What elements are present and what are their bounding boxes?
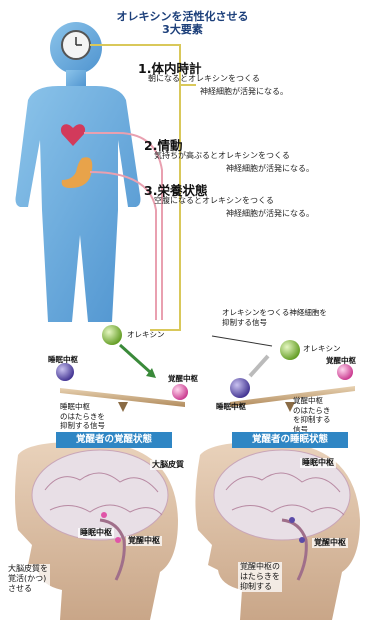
orexin-ball-left bbox=[102, 325, 122, 345]
cortex-label: 大脳皮質 bbox=[150, 460, 186, 470]
orexin-label-left: オレキシン bbox=[127, 330, 165, 340]
human-body bbox=[16, 22, 141, 322]
wake-center-label-panel-left: 覚醒中枢 bbox=[126, 536, 162, 546]
sleep-center-label-right: 睡眠中枢 bbox=[216, 402, 246, 412]
sleep-center-label-left: 睡眠中枢 bbox=[48, 355, 78, 365]
right-note: 覚醒中枢 のはたらき を抑制する 信号 bbox=[293, 396, 331, 434]
title-line2: 3大要素 bbox=[0, 23, 365, 36]
factor-1-desc2: 神経細胞が活発になる。 bbox=[200, 87, 288, 98]
factor-1-desc1: 朝になるとオレキシンをつくる bbox=[148, 74, 260, 85]
factor-2-desc2: 神経細胞が活発になる。 bbox=[226, 164, 314, 175]
left-banner: 覚醒者の覚醒状態 bbox=[56, 432, 172, 448]
wake-ball-left bbox=[172, 384, 188, 400]
wake-center-label-panel-right: 覚醒中枢 bbox=[312, 538, 348, 548]
seesaw-left bbox=[56, 325, 188, 412]
sleep-center-label-panel-left: 睡眠中枢 bbox=[78, 528, 114, 538]
title-line1: オレキシンを活性化させる bbox=[0, 10, 365, 23]
left-note: 睡眠中枢 のはたらきを 抑制する信号 bbox=[60, 402, 105, 431]
wake-center-label-left: 覚醒中枢 bbox=[168, 374, 198, 384]
factor-2-desc1: 気持ちが高ぶるとオレキシンをつくる bbox=[154, 151, 290, 162]
wake-center-label-right: 覚醒中枢 bbox=[326, 356, 356, 366]
orexin-ball-right bbox=[280, 340, 300, 360]
sleep-ball-left bbox=[56, 363, 74, 381]
right-banner: 覚醒者の睡眠状態 bbox=[232, 432, 348, 448]
signal-line1: オレキシンをつくる神経細胞を bbox=[222, 308, 327, 318]
wake-ball-right bbox=[337, 364, 353, 380]
sleep-center-label-panel-right: 睡眠中枢 bbox=[300, 458, 336, 468]
left-caption: 大脳皮質を 覚活(かつ) させる bbox=[6, 564, 50, 594]
factor-3-desc2: 神経細胞が活発になる。 bbox=[226, 209, 314, 220]
sleep-ball-right bbox=[230, 378, 250, 398]
signal-line2: 抑制する信号 bbox=[222, 318, 267, 328]
orexin-label-right: オレキシン bbox=[303, 344, 341, 354]
right-caption: 覚醒中枢の はたらきを 抑制する bbox=[238, 562, 282, 592]
head-right bbox=[195, 442, 360, 620]
factor-3-desc1: 空腹になるとオレキシンをつくる bbox=[154, 196, 274, 207]
